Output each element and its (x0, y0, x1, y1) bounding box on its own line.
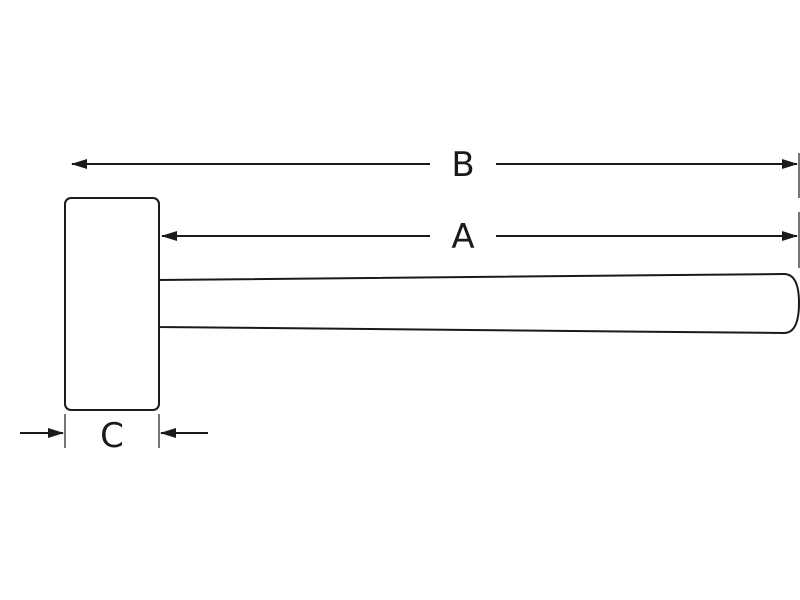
dimension-c: C (20, 414, 208, 456)
dimension-c-label: C (100, 416, 124, 456)
dimension-b-label: B (451, 145, 474, 185)
hammer-head (64, 197, 160, 411)
dimension-a-label: A (451, 217, 474, 257)
dimension-b: B (71, 145, 800, 198)
dimension-a: A (161, 212, 800, 268)
hammer-handle (157, 272, 800, 335)
